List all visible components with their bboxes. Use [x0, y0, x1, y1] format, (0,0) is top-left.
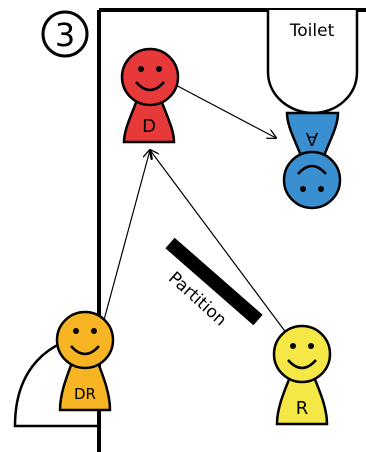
step-marker-circle — [41, 10, 89, 58]
figure-r-eye-right — [308, 343, 314, 349]
figure-dr-body — [58, 358, 112, 412]
figure-dr-smile — [70, 345, 100, 356]
figure-a: A — [282, 111, 342, 210]
figure-a-smile — [297, 164, 327, 175]
arrow-r-to-d — [150, 150, 291, 339]
partition: Partition — [164, 237, 263, 330]
figure-dr-head — [55, 310, 115, 370]
arrow-dr-to-d — [103, 150, 150, 321]
figure-a-eye-right — [318, 186, 324, 192]
figure-r-eye-left — [290, 343, 296, 349]
step-marker: 3 — [41, 10, 89, 58]
figure-a-head — [282, 150, 342, 210]
partition-label: Partition — [164, 268, 230, 330]
figure-r: R — [272, 324, 332, 426]
figure-dr-eye-left — [73, 328, 79, 334]
arrow-d-to-a — [169, 81, 276, 138]
figure-d-smile — [135, 81, 165, 92]
figure-r-body — [275, 375, 329, 426]
figure-dr: DR — [55, 310, 115, 412]
sight-lines — [103, 81, 291, 339]
figure-dr-label: DR — [74, 385, 96, 403]
figure-d: D — [120, 47, 180, 144]
toilet-label: Toilet — [289, 21, 335, 41]
figure-r-label: R — [296, 398, 309, 419]
figure-r-smile — [287, 359, 317, 370]
figure-d-eye-right — [156, 66, 162, 72]
partition-bar — [165, 237, 263, 326]
step-marker-number: 3 — [55, 16, 75, 54]
figure-d-label: D — [142, 116, 156, 137]
figure-a-label: A — [305, 128, 318, 149]
figure-r-head — [272, 324, 332, 384]
figure-d-eye-left — [138, 66, 144, 72]
toilet-fixture: Toilet — [266, 10, 359, 115]
figure-a-eye-left — [300, 186, 306, 192]
figure-dr-eye-right — [91, 328, 97, 334]
figure-d-head — [120, 47, 180, 107]
figure-d-body — [122, 98, 176, 144]
